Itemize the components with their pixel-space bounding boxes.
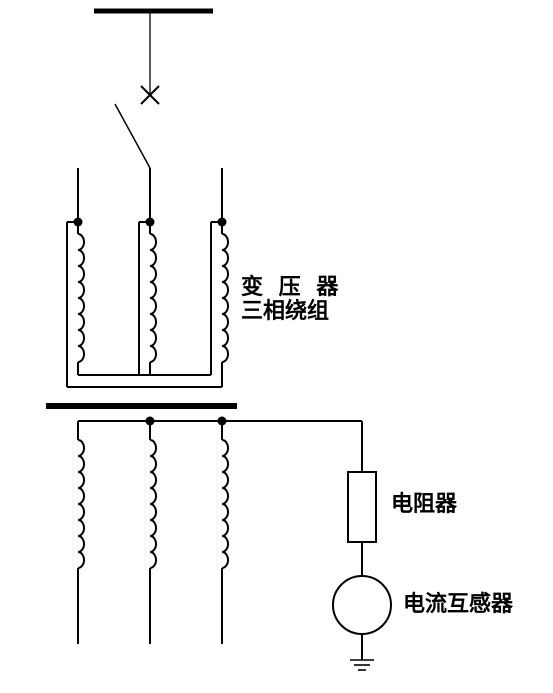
primary-winding-b [138, 168, 157, 375]
disconnector-blade [114, 103, 151, 169]
primary-junction-dots [73, 217, 227, 227]
secondary-junction-dots [145, 416, 227, 426]
transformer-label-line2: 三相绕组 [241, 299, 330, 324]
secondary-winding-b [149, 421, 157, 644]
secondary-winding-c [221, 421, 229, 644]
current-transformer-label: 电流互感器 [403, 592, 514, 617]
secondary-winding-a [77, 421, 85, 644]
primary-winding-c [210, 168, 229, 387]
primary-windings [66, 168, 229, 388]
secondary-windings [77, 420, 362, 644]
ground-icon [350, 659, 374, 671]
primary-winding-a [66, 168, 85, 387]
breaker-cross-icon [140, 85, 160, 105]
transformer-label-line1: 变 压 器 [241, 275, 343, 300]
resistor-symbol [347, 471, 377, 543]
current-transformer-symbol [332, 575, 392, 635]
resistor-label: 电阻器 [391, 492, 458, 517]
